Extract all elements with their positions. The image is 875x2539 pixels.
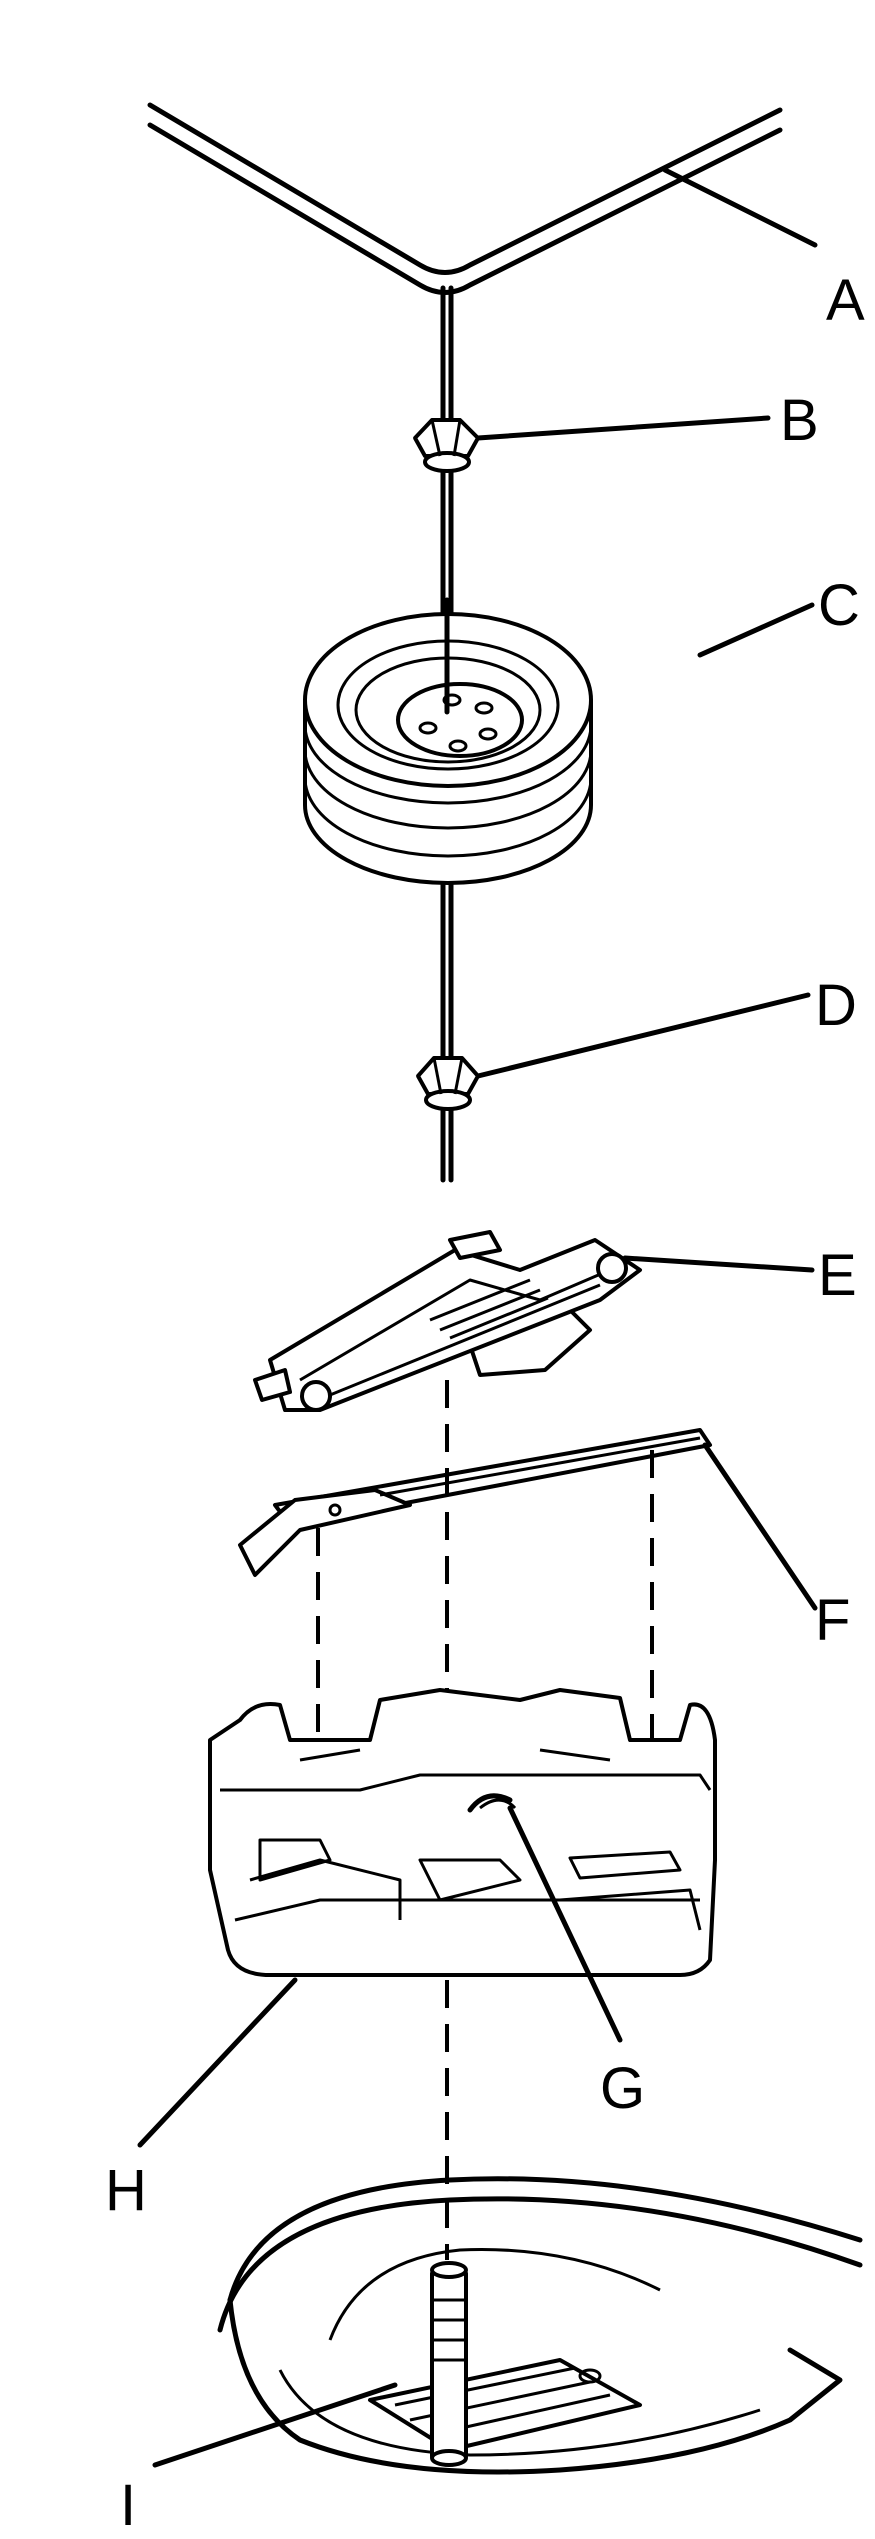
lower-wing-nut [416, 1056, 480, 1111]
tray-hook-pin [467, 1793, 513, 1813]
callout-a: A [826, 268, 865, 333]
jack-handle [238, 1428, 712, 1577]
callout-h: H [105, 2158, 147, 2223]
callout-c: C [818, 573, 860, 638]
leader-c [697, 602, 815, 658]
callout-d: D [815, 973, 857, 1038]
callout-i: I [120, 2473, 136, 2538]
leader-h [137, 1977, 298, 2148]
spare-tire-well [217, 2176, 863, 2475]
callout-b: B [780, 388, 819, 453]
spare-tire [303, 597, 593, 885]
tool-tray [208, 1688, 717, 1977]
floor-panel [147, 102, 783, 295]
leader-a [662, 167, 818, 248]
threaded-stud [430, 2261, 468, 2467]
leader-f [702, 1442, 818, 1611]
leader-d [475, 992, 811, 1079]
leader-e [622, 1255, 815, 1273]
upper-wing-nut [413, 418, 480, 473]
callout-f: F [815, 1588, 850, 1653]
callout-e: E [818, 1243, 857, 1308]
scissor-jack [253, 1230, 642, 1412]
leader-g [507, 1805, 623, 2043]
callout-g: G [600, 2056, 645, 2121]
leader-b [475, 415, 771, 441]
leader-i [152, 2382, 398, 2468]
